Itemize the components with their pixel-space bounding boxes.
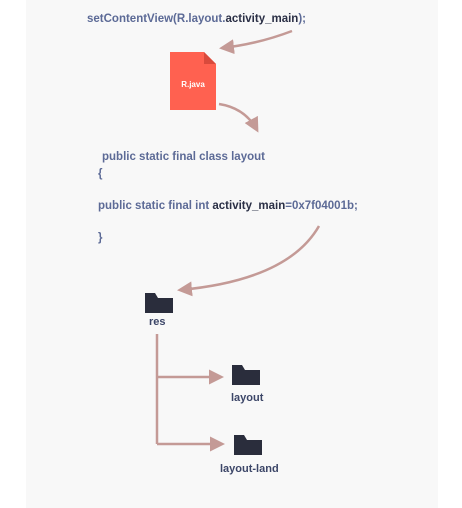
field-name: activity_main bbox=[212, 200, 286, 212]
set-content-view-line: setContentView(R.layout.activity_main); bbox=[87, 13, 306, 25]
close-brace: } bbox=[98, 232, 103, 244]
code-suffix: ); bbox=[298, 13, 306, 25]
class-declaration: public static final class layout bbox=[102, 151, 265, 163]
folder-label-res: res bbox=[149, 316, 166, 328]
open-brace: { bbox=[98, 168, 103, 180]
folder-layout-land bbox=[234, 435, 262, 460]
file-label: R.java bbox=[181, 80, 205, 89]
file-icon bbox=[170, 52, 216, 110]
code-prefix: setContentView(R.layout. bbox=[87, 13, 226, 25]
folder-icon bbox=[234, 435, 262, 455]
folder-label-layout: layout bbox=[231, 392, 264, 404]
arrow-code-to-file bbox=[219, 29, 293, 55]
arrow-class-to-res bbox=[177, 225, 321, 297]
field-line: public static final int activity_main=0x… bbox=[98, 200, 358, 212]
folder-label-layout-land: layout-land bbox=[220, 463, 279, 475]
folder-icon bbox=[145, 293, 173, 313]
arrow-file-to-class bbox=[218, 102, 259, 133]
diagram-panel bbox=[26, 0, 438, 508]
folder-res bbox=[145, 293, 173, 318]
folder-icon bbox=[232, 365, 260, 385]
folder-layout bbox=[232, 365, 260, 390]
field-value: =0x7f04001b; bbox=[285, 200, 358, 212]
field-prefix: public static final int bbox=[98, 200, 213, 212]
r-java-file: R.java bbox=[170, 52, 216, 110]
code-highlight: activity_main bbox=[225, 13, 299, 25]
